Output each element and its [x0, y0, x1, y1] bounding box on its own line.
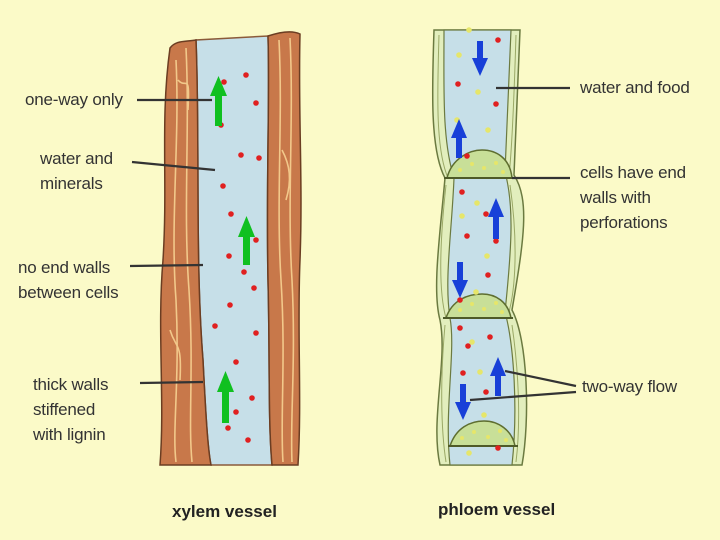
caption-xylem-vessel: xylem vessel [172, 502, 277, 521]
xylem-pointers [129, 98, 216, 385]
blue-down-arrow-icon [452, 262, 468, 298]
pointer-two-way-down [469, 390, 577, 402]
blue-up-arrow-icon [490, 357, 506, 396]
phloem-red-dots [455, 37, 501, 451]
green-up-arrow-icon [217, 371, 234, 423]
label-no-end-walls: no end walls between cells [18, 258, 119, 302]
green-up-arrow-icon [238, 216, 255, 265]
xylem-vessel [159, 31, 302, 466]
pointer-water-minerals [131, 160, 216, 172]
sieve-plate [448, 420, 518, 447]
sieve-pores [458, 161, 508, 442]
xylem-left-wall [159, 39, 212, 466]
blue-up-arrow-icon [488, 198, 504, 239]
phloem-yellow-dots [454, 27, 491, 456]
phloem-vessel [431, 27, 528, 466]
blue-down-arrow-icon [472, 41, 488, 76]
label-cells-have-end-walls: cells have end walls with perforations [580, 163, 686, 232]
label-water-and-minerals: water and minerals [40, 149, 113, 193]
label-water-and-food: water and food [580, 78, 690, 97]
phloem-pointers [469, 86, 577, 402]
pointer-two-way-up [504, 369, 577, 388]
caption-phloem-vessel: phloem vessel [438, 500, 556, 519]
pointer-thick-walls [139, 380, 204, 385]
sieve-plate [444, 149, 514, 179]
label-two-way-flow: two-way flow [582, 377, 677, 396]
pointer-no-end-walls [129, 263, 204, 268]
label-one-way-only: one-way only [25, 90, 123, 109]
green-up-arrow-icon [210, 76, 227, 126]
blue-down-arrow-icon [455, 384, 471, 420]
blue-up-arrow-icon [451, 119, 467, 158]
label-thick-walls: thick walls stiffened with lignin [33, 375, 109, 444]
xylem-right-wall [266, 31, 302, 466]
